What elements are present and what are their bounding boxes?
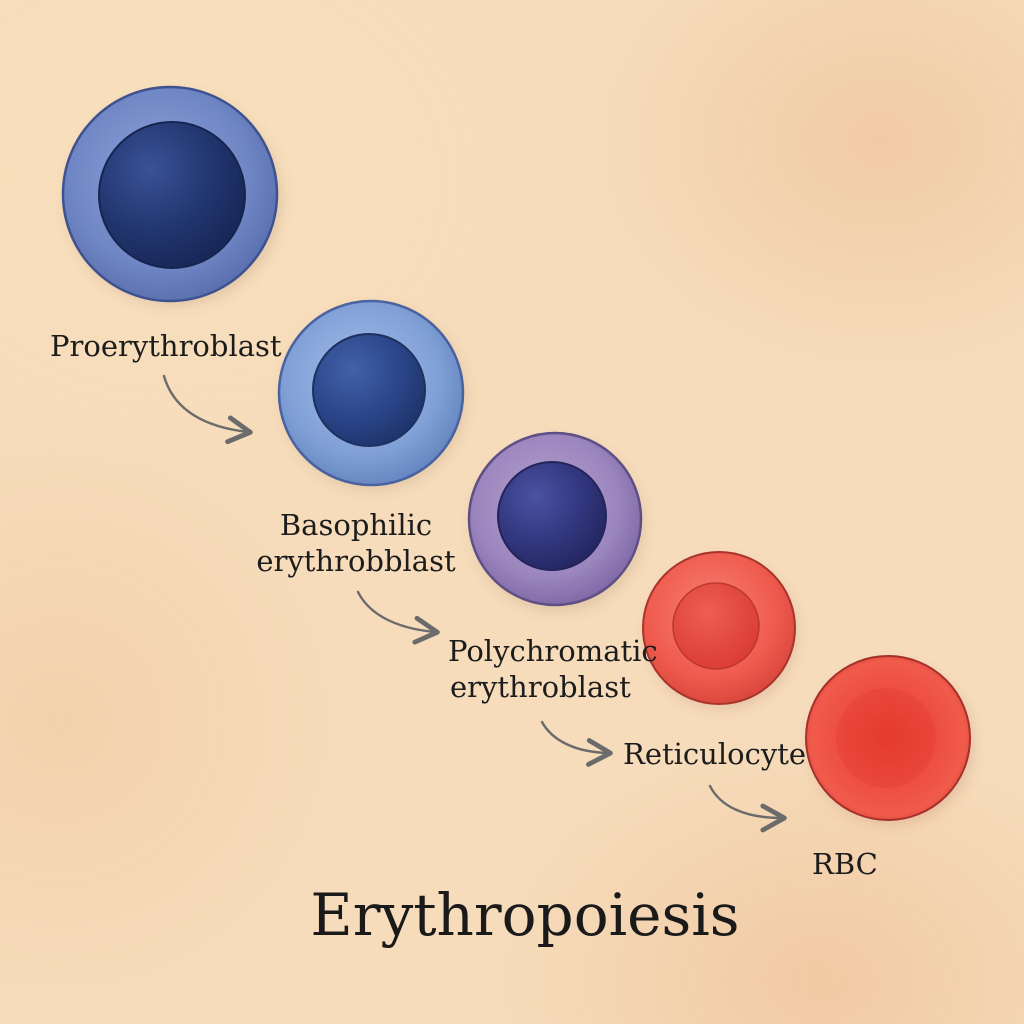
polychromatic-nucleus [497,461,607,571]
label-rbc-line-1: RBC [812,847,878,881]
label-basophilic-line-1: Basophilic [279,508,433,542]
label-basophilic-line-2: erythrobblast [256,544,456,578]
polychromatic-erythroblast-cell [467,431,644,612]
arrow-1-icon [162,374,253,445]
label-rbc: RBC [812,846,878,882]
basophilic-erythroblast-cell [277,299,466,490]
label-polychromatic-erythroblast: Polychromatic erythroblast [448,633,658,705]
label-reticulocyte-line-1: Reticulocyte [623,737,807,771]
rbc-central-pallor [836,688,936,788]
label-polychromatic-line-2: erythroblast [450,670,631,704]
proerythroblast-cell [61,85,282,306]
label-basophilic-erythroblast: Basophilic erythrobblast [256,507,456,579]
arrow-4-icon [708,784,787,833]
reticulocyte-cell [642,551,798,710]
label-proerythroblast-line-1: Proerythroblast [50,329,282,363]
label-polychromatic-line-1: Polychromatic [448,634,658,668]
arrow-3-icon [540,720,613,767]
label-proerythroblast: Proerythroblast [50,328,282,364]
label-reticulocyte: Reticulocyte [623,736,806,772]
arrow-2-icon [356,590,440,645]
basophilic-nucleus [312,333,426,447]
proerythroblast-nucleus [98,121,246,269]
rbc-cell [805,655,974,825]
rbc-body [805,655,971,821]
diagram-title: Erythropoiesis [310,881,740,949]
reticulocyte-central-pallor [672,582,760,670]
